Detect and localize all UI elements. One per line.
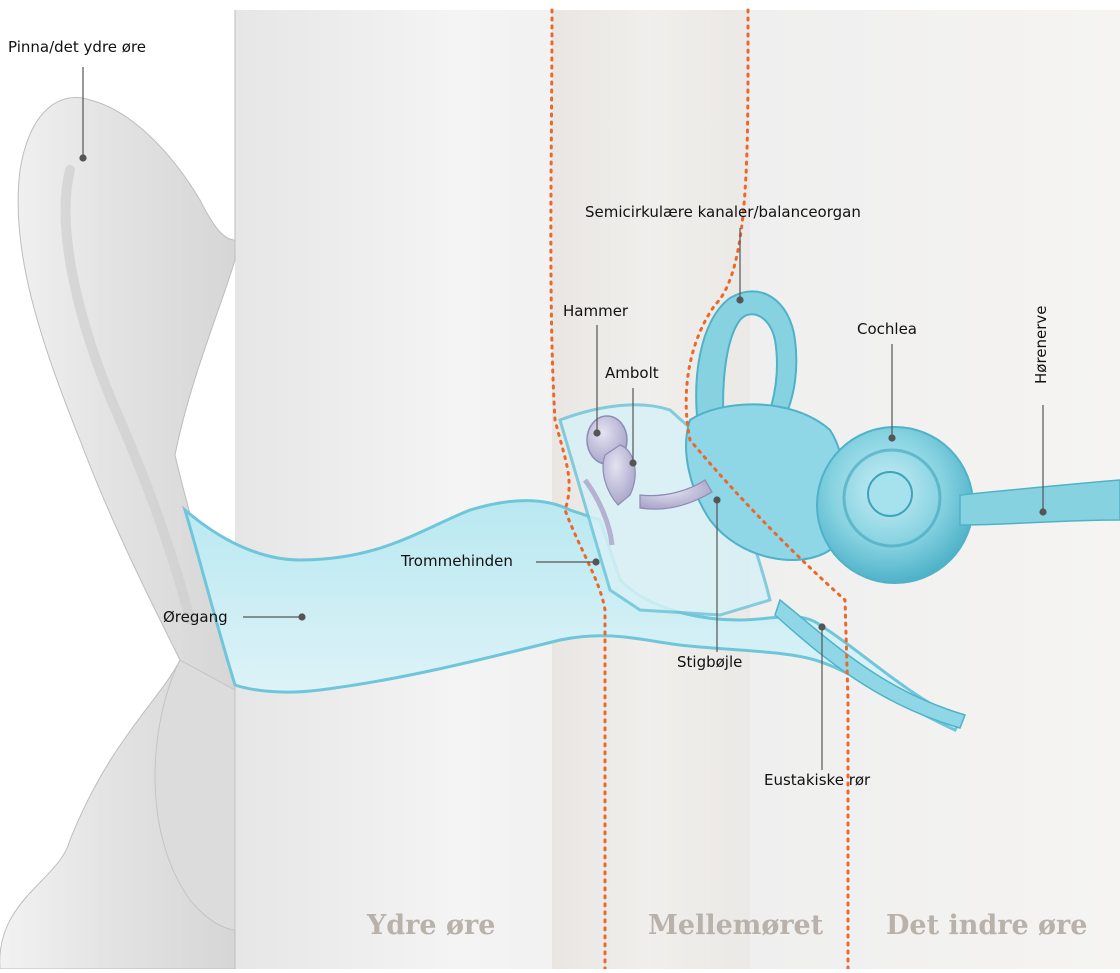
- dot-hammer: [594, 430, 600, 436]
- dot-oeregang: [299, 614, 305, 620]
- dot-eustakiske: [819, 624, 825, 630]
- label-pinna: Pinna/det ydre øre: [8, 38, 146, 56]
- label-hammer: Hammer: [563, 302, 628, 320]
- dot-stigboejle: [714, 497, 720, 503]
- region-middle-ear: Mellemøret: [648, 910, 823, 941]
- region-inner-ear: Det indre øre: [886, 910, 1087, 941]
- dot-pinna: [80, 155, 86, 161]
- dot-hoerenerve: [1040, 509, 1046, 515]
- label-trommehinden: Trommehinden: [401, 552, 513, 570]
- label-cochlea: Cochlea: [857, 320, 917, 338]
- label-hoerenerve: Hørenerve: [1032, 305, 1050, 384]
- region-outer-ear: Ydre øre: [367, 910, 495, 941]
- dot-ambolt: [630, 460, 636, 466]
- label-eustakiske: Eustakiske rør: [764, 771, 870, 789]
- dot-cochlea: [889, 435, 895, 441]
- label-stigboejle: Stigbøjle: [677, 653, 742, 671]
- label-semicircular-canals: Semicirkulære kanaler/balanceorgan: [585, 203, 861, 221]
- label-oeregang: Øregang: [163, 608, 228, 626]
- dot-semicircular: [737, 297, 743, 303]
- cochlea-inner: [868, 472, 912, 516]
- label-ambolt: Ambolt: [605, 364, 659, 382]
- dot-trommehinden: [593, 559, 599, 565]
